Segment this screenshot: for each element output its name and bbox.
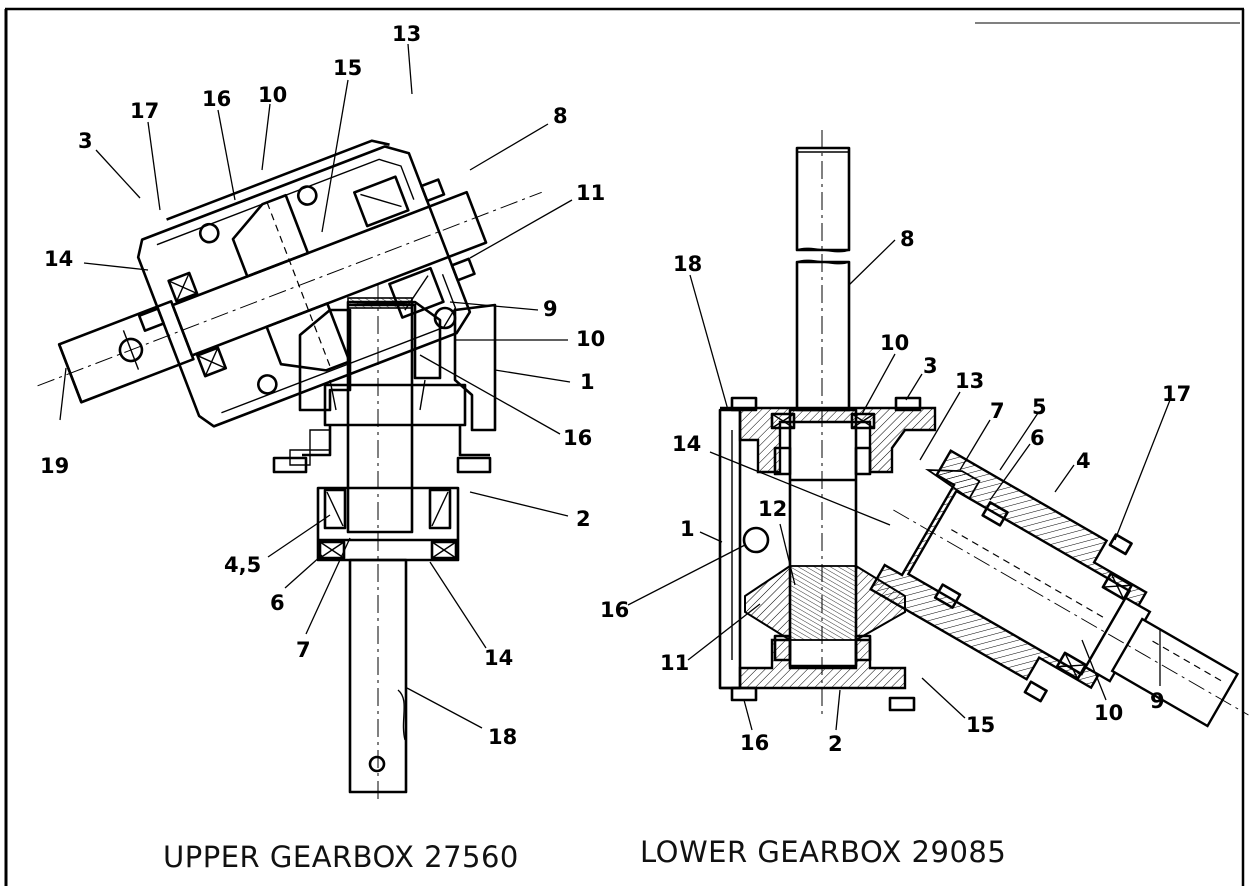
lower-callout-18: 18 bbox=[673, 252, 702, 276]
lower-callout-4: 4 bbox=[1076, 449, 1091, 473]
upper-callout-1: 1 bbox=[580, 370, 595, 394]
upper-gearbox-caption: UPPER GEARBOX 27560 bbox=[163, 840, 519, 874]
lower-callout-6: 6 bbox=[1030, 426, 1045, 450]
upper-callout-4-5: 4,5 bbox=[224, 553, 261, 577]
lower-callout-15: 15 bbox=[966, 713, 995, 737]
upper-leader-lines bbox=[59, 43, 573, 729]
upper-callout-15: 15 bbox=[333, 56, 362, 80]
upper-callout-19: 19 bbox=[40, 454, 69, 478]
upper-callout-10a: 10 bbox=[258, 83, 287, 107]
upper-output-housing bbox=[272, 285, 497, 800]
upper-callout-8: 8 bbox=[553, 104, 568, 128]
lower-callout-9: 9 bbox=[1150, 689, 1165, 713]
upper-gearbox-drawing bbox=[37, 139, 542, 800]
lower-callout-16a: 16 bbox=[600, 598, 629, 622]
lower-callout-3: 3 bbox=[923, 354, 938, 378]
upper-input-shaft-19 bbox=[37, 190, 542, 404]
lower-callout-11: 11 bbox=[660, 651, 689, 675]
upper-callout-2: 2 bbox=[576, 507, 591, 531]
lower-callout-12: 12 bbox=[758, 497, 787, 521]
lower-callout-16b: 16 bbox=[740, 731, 769, 755]
lower-callout-2: 2 bbox=[828, 732, 843, 756]
lower-callout-7: 7 bbox=[990, 399, 1005, 423]
lower-callout-10b: 10 bbox=[1094, 701, 1123, 725]
upper-callout-6: 6 bbox=[270, 591, 285, 615]
upper-callout-13: 13 bbox=[392, 22, 421, 46]
upper-callout-14b: 14 bbox=[484, 646, 513, 670]
lower-callout-1: 1 bbox=[680, 517, 695, 541]
page-border bbox=[4, 7, 1245, 886]
lower-angled-housing bbox=[869, 449, 1249, 728]
upper-callout-16b: 16 bbox=[563, 426, 592, 450]
lower-callout-10a: 10 bbox=[880, 331, 909, 355]
upper-callout-11: 11 bbox=[576, 181, 605, 205]
upper-callout-17: 17 bbox=[130, 99, 159, 123]
lower-callout-17: 17 bbox=[1162, 382, 1191, 406]
upper-callout-7: 7 bbox=[296, 638, 311, 662]
upper-callout-9: 9 bbox=[543, 297, 558, 321]
lower-callouts: 8 18 10 3 13 5 7 6 14 4 17 12 1 16 11 10… bbox=[600, 227, 1191, 756]
upper-callout-10b: 10 bbox=[576, 327, 605, 351]
lower-leader-lines bbox=[627, 239, 1171, 731]
upper-callouts: 13 15 17 16 10 3 8 11 14 9 10 1 19 16 2 … bbox=[40, 22, 605, 749]
upper-callout-3: 3 bbox=[78, 129, 93, 153]
lower-gearbox-caption: LOWER GEARBOX 29085 bbox=[640, 835, 1006, 869]
lower-callout-5: 5 bbox=[1032, 395, 1047, 419]
upper-bearing-pair bbox=[167, 175, 445, 378]
lower-callout-14: 14 bbox=[672, 432, 701, 456]
upper-housing bbox=[37, 139, 542, 428]
lower-callout-13: 13 bbox=[955, 369, 984, 393]
upper-callout-14a: 14 bbox=[44, 247, 73, 271]
lower-gearbox-drawing bbox=[718, 130, 1249, 728]
upper-callout-16a: 16 bbox=[202, 87, 231, 111]
upper-callout-18: 18 bbox=[488, 725, 517, 749]
lower-callout-8: 8 bbox=[900, 227, 915, 251]
